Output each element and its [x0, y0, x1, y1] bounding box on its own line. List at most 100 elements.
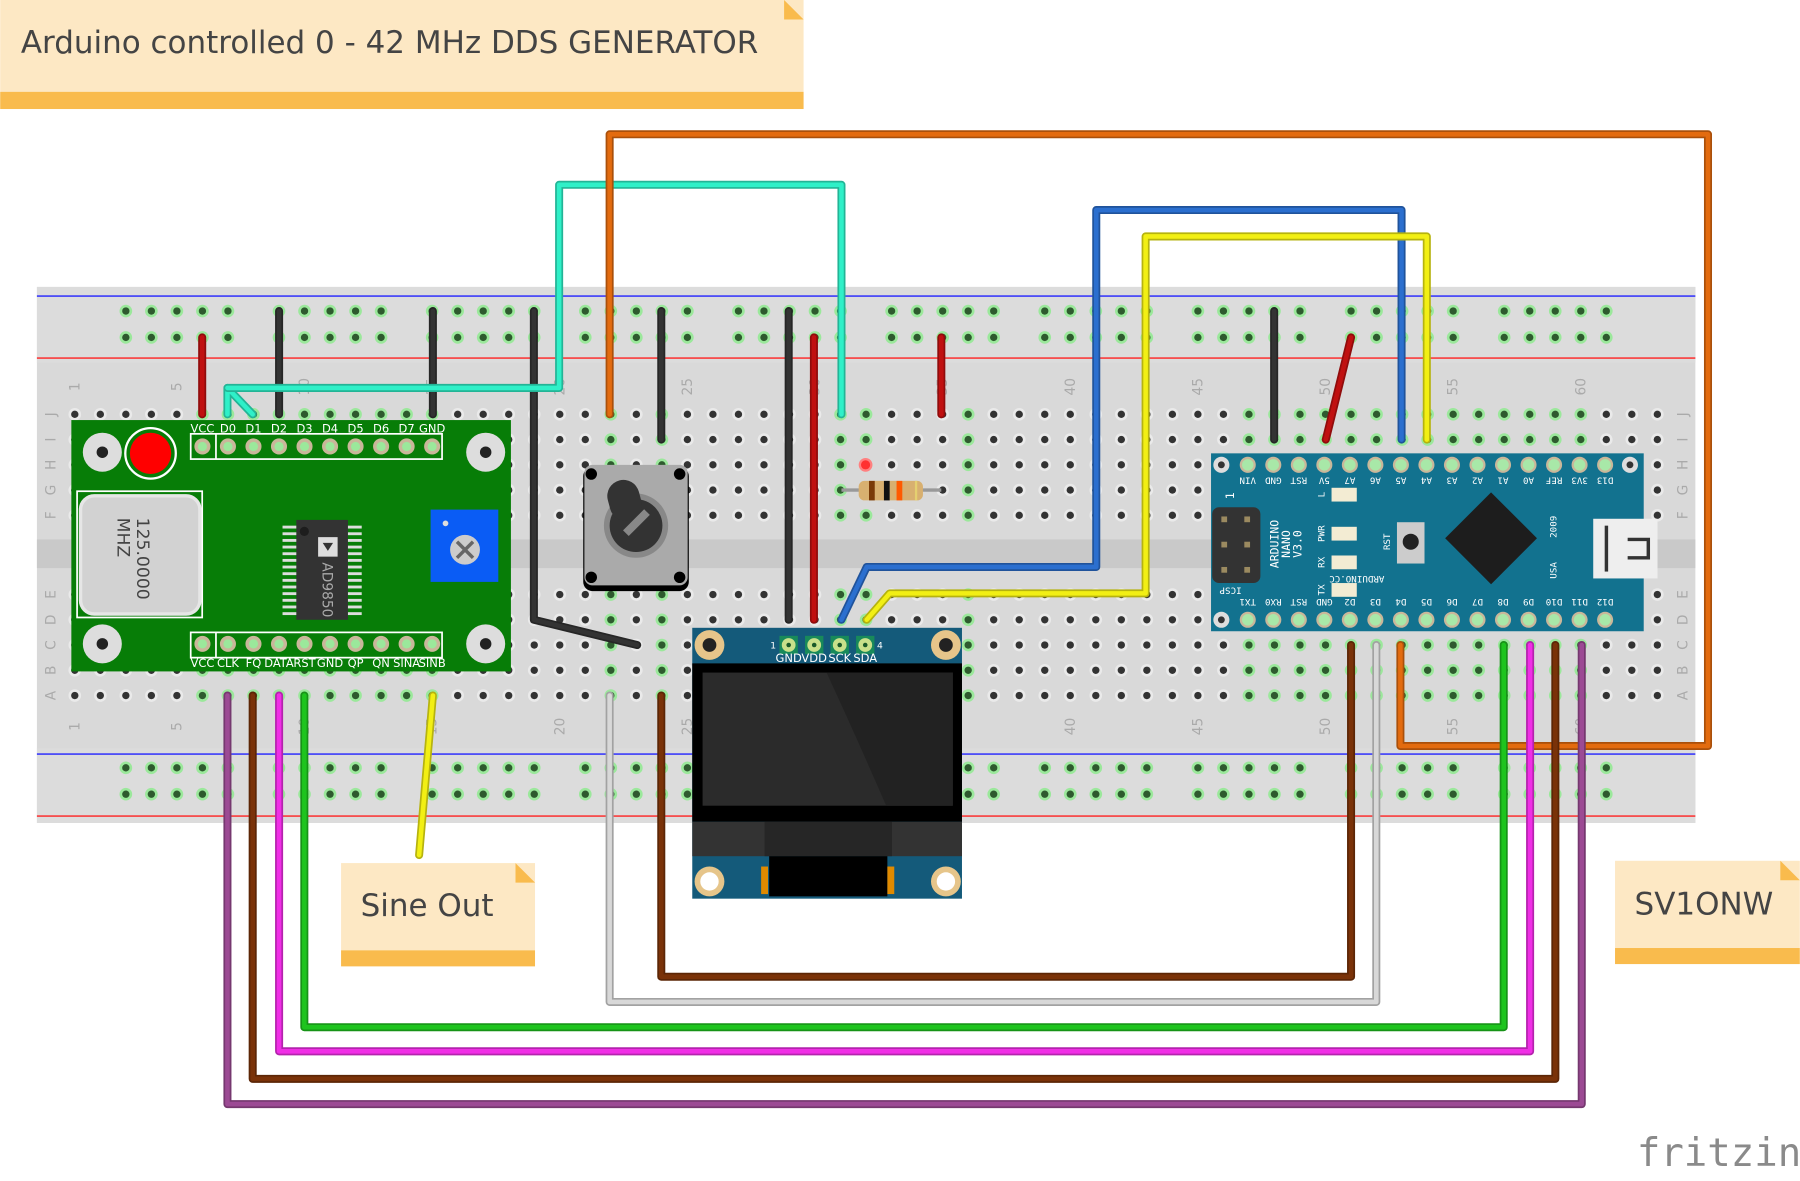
- row-letter-left: D: [43, 614, 59, 625]
- wire-brown-clk[interactable]: [248, 640, 1560, 1083]
- chip-lead: [282, 552, 297, 556]
- chip-lead: [347, 538, 362, 542]
- wire-white[interactable]: [605, 640, 1381, 1006]
- chip-lead: [282, 612, 297, 616]
- dds-top-pin-label: D5: [347, 422, 363, 436]
- nano-top-pin-label: A7: [1344, 474, 1355, 485]
- nano-top-pin-label: A5: [1395, 474, 1406, 485]
- chip-lead: [282, 538, 297, 542]
- row-letter-left: A: [43, 690, 59, 700]
- wire-red-nano-5v[interactable]: [1321, 333, 1356, 444]
- chip-lead: [347, 545, 362, 549]
- wire-purple-vcc[interactable]: [223, 640, 1586, 1109]
- chip-lead: [282, 532, 297, 536]
- nano-bottom-pin-label: D11: [1571, 596, 1588, 607]
- crystal-unit: MHZ: [112, 518, 132, 558]
- chip-lead: [347, 565, 362, 569]
- chip-lead: [347, 572, 362, 576]
- column-number-bottom: 5: [169, 722, 185, 731]
- dds-bottom-pin-label: RST: [293, 656, 316, 670]
- chip-lead: [347, 552, 362, 556]
- icsp-pin1-label: 1: [1223, 492, 1237, 499]
- column-number-top: 45: [1190, 378, 1206, 396]
- column-number-top: 50: [1318, 378, 1334, 396]
- column-number-top: 55: [1446, 378, 1462, 396]
- row-letter-left: J: [43, 412, 59, 417]
- nano-name-1: ARDUINO: [1268, 520, 1282, 568]
- row-letter-right: E: [1675, 590, 1691, 599]
- chip-lead: [347, 558, 362, 562]
- nano-top-pin-label: RST: [1290, 474, 1307, 485]
- wire-brown-encoder[interactable]: [657, 640, 1356, 981]
- sine-out-note[interactable]: Sine Out: [341, 863, 536, 967]
- icsp-header: [1212, 507, 1261, 584]
- nano-top-pin-label: A1: [1497, 474, 1508, 485]
- rotary-encoder[interactable]: [583, 464, 689, 592]
- nano-top-pin-label: A4: [1420, 474, 1432, 485]
- row-letter-left: G: [43, 485, 59, 496]
- wire-yellow-sine-out[interactable]: [415, 691, 437, 860]
- chip-lead: [282, 592, 297, 596]
- dds-top-pin-label: D1: [245, 422, 261, 436]
- nano-top-pin-label: GND: [1265, 474, 1282, 485]
- nano-bottom-pin-label: D2: [1344, 596, 1355, 607]
- power-led-ring: [124, 426, 177, 480]
- nano-top-pin-label: A6: [1370, 474, 1381, 485]
- chip-lead: [347, 598, 362, 602]
- dds-bottom-pin-label: FQ: [246, 656, 262, 670]
- ad9850-chip: AD9850: [282, 519, 362, 620]
- dds-bottom-pin-label: SINB: [419, 656, 446, 670]
- oled-pin-first-number: 1: [770, 640, 776, 651]
- year-label: 2009: [1548, 516, 1559, 538]
- nano-bottom-pin-label: TX1: [1239, 596, 1256, 607]
- row-letter-left: H: [43, 460, 59, 470]
- nano-name-3: V3.0: [1291, 530, 1305, 558]
- oled-pin-label: SCK: [828, 651, 851, 665]
- dds-top-pin-label: D2: [271, 422, 287, 436]
- row-letter-right: G: [1675, 485, 1691, 496]
- oled-pin-label: VDD: [801, 651, 827, 665]
- site-label: ARDUINO.CC: [1329, 573, 1384, 584]
- author-text: SV1ONW: [1635, 887, 1774, 923]
- led-tx-label: TX: [1317, 584, 1328, 596]
- arduino-nano[interactable]: L PWR RX TX RST ARDUINO NANO V3.0 ARDUIN…: [1211, 453, 1658, 632]
- nano-bottom-pin-label: D5: [1421, 596, 1432, 607]
- nano-top-pin-label: A2: [1472, 474, 1483, 485]
- wire-blue-scl[interactable]: [837, 206, 1406, 624]
- author-note[interactable]: SV1ONW: [1615, 860, 1800, 965]
- dds-bottom-pin-label: QN: [372, 656, 390, 670]
- led-l-label: L: [1317, 491, 1328, 497]
- wire-orange[interactable]: [605, 130, 1713, 751]
- wire-magenta-fq[interactable]: [275, 640, 1535, 1056]
- dds-top-pin-label: D6: [373, 422, 389, 436]
- encoder-knob-indicator: [623, 509, 650, 537]
- row-letter-left: B: [43, 666, 59, 675]
- wire-black-encoder-gnd[interactable]: [529, 307, 642, 650]
- atmega-chip: [1445, 492, 1537, 585]
- nano-top-pin-label: D13: [1597, 474, 1614, 485]
- wire-cyan-encoder[interactable]: [223, 180, 846, 419]
- chip-lead: [347, 525, 362, 529]
- title-note[interactable]: Arduino controlled 0 - 42 MHz DDS GENERA…: [0, 0, 804, 110]
- row-letter-right: H: [1675, 460, 1691, 470]
- chip-lead: [282, 565, 297, 569]
- column-number-bottom: 45: [1190, 718, 1206, 736]
- chip-label: AD9850: [319, 562, 335, 617]
- chip-lead: [282, 572, 297, 576]
- column-number-bottom: 20: [552, 718, 568, 736]
- nano-bottom-pin-label: D9: [1523, 596, 1534, 607]
- wire-yellow-sda[interactable]: [862, 232, 1431, 624]
- oled-pin-label: GND: [776, 651, 802, 665]
- wire-green-data[interactable]: [300, 640, 1508, 1032]
- column-number-bottom: 40: [1063, 718, 1079, 736]
- dds-bottom-pin-label: DATA: [264, 656, 294, 670]
- nano-bottom-pin-label: D6: [1446, 596, 1457, 607]
- dds-bottom-pin-label: VCC: [190, 656, 214, 670]
- resistor[interactable]: [841, 480, 942, 501]
- column-number-top: 1: [67, 382, 83, 391]
- column-number-top: 40: [1063, 378, 1079, 396]
- led-pwr-label: PWR: [1317, 525, 1328, 542]
- nano-bottom-pin-label: D8: [1497, 596, 1508, 607]
